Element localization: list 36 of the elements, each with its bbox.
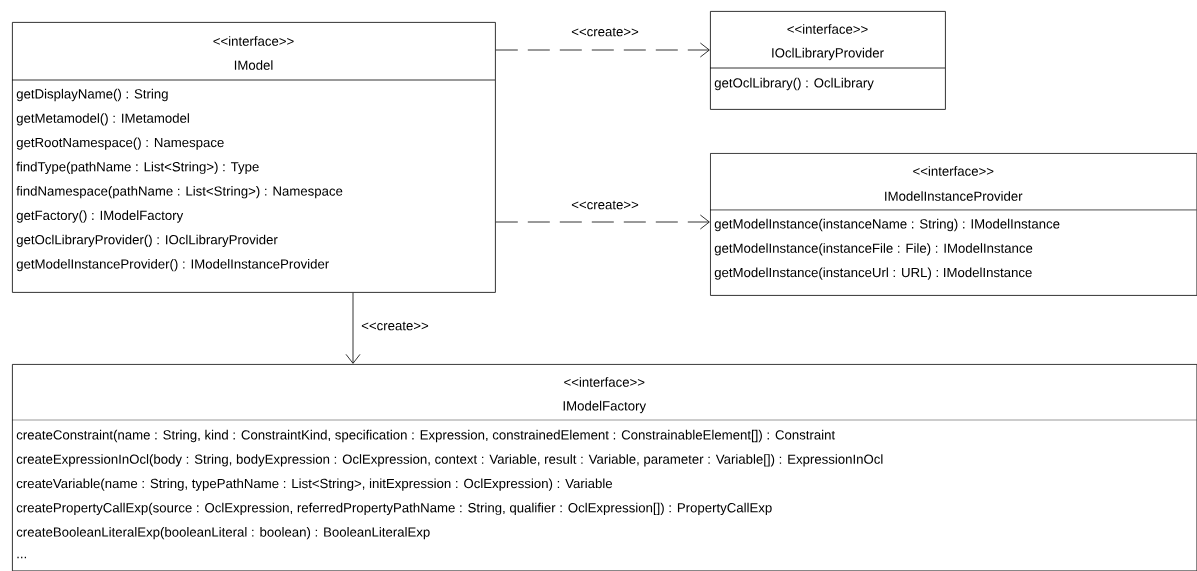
- class-box: [709, 153, 1197, 296]
- operation-text: createConstraint(name : String, kind : ConstraintKind, specification : Expression, constrainedElement : ConstrainableElement[]) : Constraint: [16, 429, 836, 443]
- operation-text: createPropertyCallExp(source : OclExpression, referredPropertyPathName : String, qualifier : OclExpression[]) : PropertyCallExp: [16, 502, 772, 516]
- operation-text: getModelInstance(instanceUrl : URL) : IModelInstance: [714, 267, 1032, 280]
- class-name: IModelInstanceProvider: [885, 191, 1023, 201]
- operation-text: getOclLibrary() : OclLibrary: [714, 77, 874, 91]
- operation-text: getMetamodel() : IMetamodel: [16, 113, 189, 126]
- class-box: [11, 364, 1197, 571]
- edge-label: <<create>>: [570, 199, 640, 211]
- operation-text: createVariable(name : String, typePathName : List<String>, initExpression : OclExpression) : Variable: [16, 478, 613, 491]
- operation-text: ...: [17, 556, 26, 559]
- class-name: IOclLibraryProvider: [772, 47, 884, 61]
- operation-text: getModelInstance(instanceFile : File) : IModelInstance: [714, 243, 1033, 256]
- operation-text: getFactory() : IModelFactory: [16, 210, 184, 223]
- dependency-arrow: [495, 214, 710, 230]
- operation-text: createExpressionInOcl(body : String, bodyExpression : OclExpression, context : Variable, result : Variable, parameter : Variable[]) : ExpressionInOcl: [16, 454, 883, 467]
- operation-text: getModelInstanceProvider() : IModelInstanceProvider: [16, 258, 329, 272]
- class-box: [709, 11, 946, 110]
- dependency-arrow: [495, 42, 710, 58]
- dependency-arrow: [345, 292, 361, 364]
- stereotype-label: <<interface>>: [913, 166, 994, 176]
- stereotype-label: <<interface>>: [213, 36, 294, 46]
- stereotype-label: <<interface>>: [787, 24, 868, 34]
- operation-text: findType(pathName : List<String>) : Type: [16, 161, 259, 175]
- class-name: IModelFactory: [563, 400, 647, 414]
- operation-text: findNamespace(pathName : List<String>) : Namespace: [16, 186, 343, 199]
- stereotype-label: <<interface>>: [564, 377, 645, 387]
- class-box: [11, 22, 496, 293]
- class-name: IModel: [234, 60, 273, 70]
- edge-label: <<create>>: [570, 26, 640, 38]
- operation-text: getRootNamespace() : Namespace: [16, 137, 224, 150]
- edge-label: <<create>>: [360, 320, 430, 332]
- operation-text: getModelInstance(instanceName : String) : IModelInstance: [714, 218, 1060, 232]
- operation-text: createBooleanLiteralExp(booleanLiteral : boolean) : BooleanLiteralExp: [16, 527, 430, 540]
- operation-text: getDisplayName() : String: [16, 88, 168, 102]
- operation-text: getOclLibraryProvider() : IOclLibraryProvider: [16, 234, 278, 247]
